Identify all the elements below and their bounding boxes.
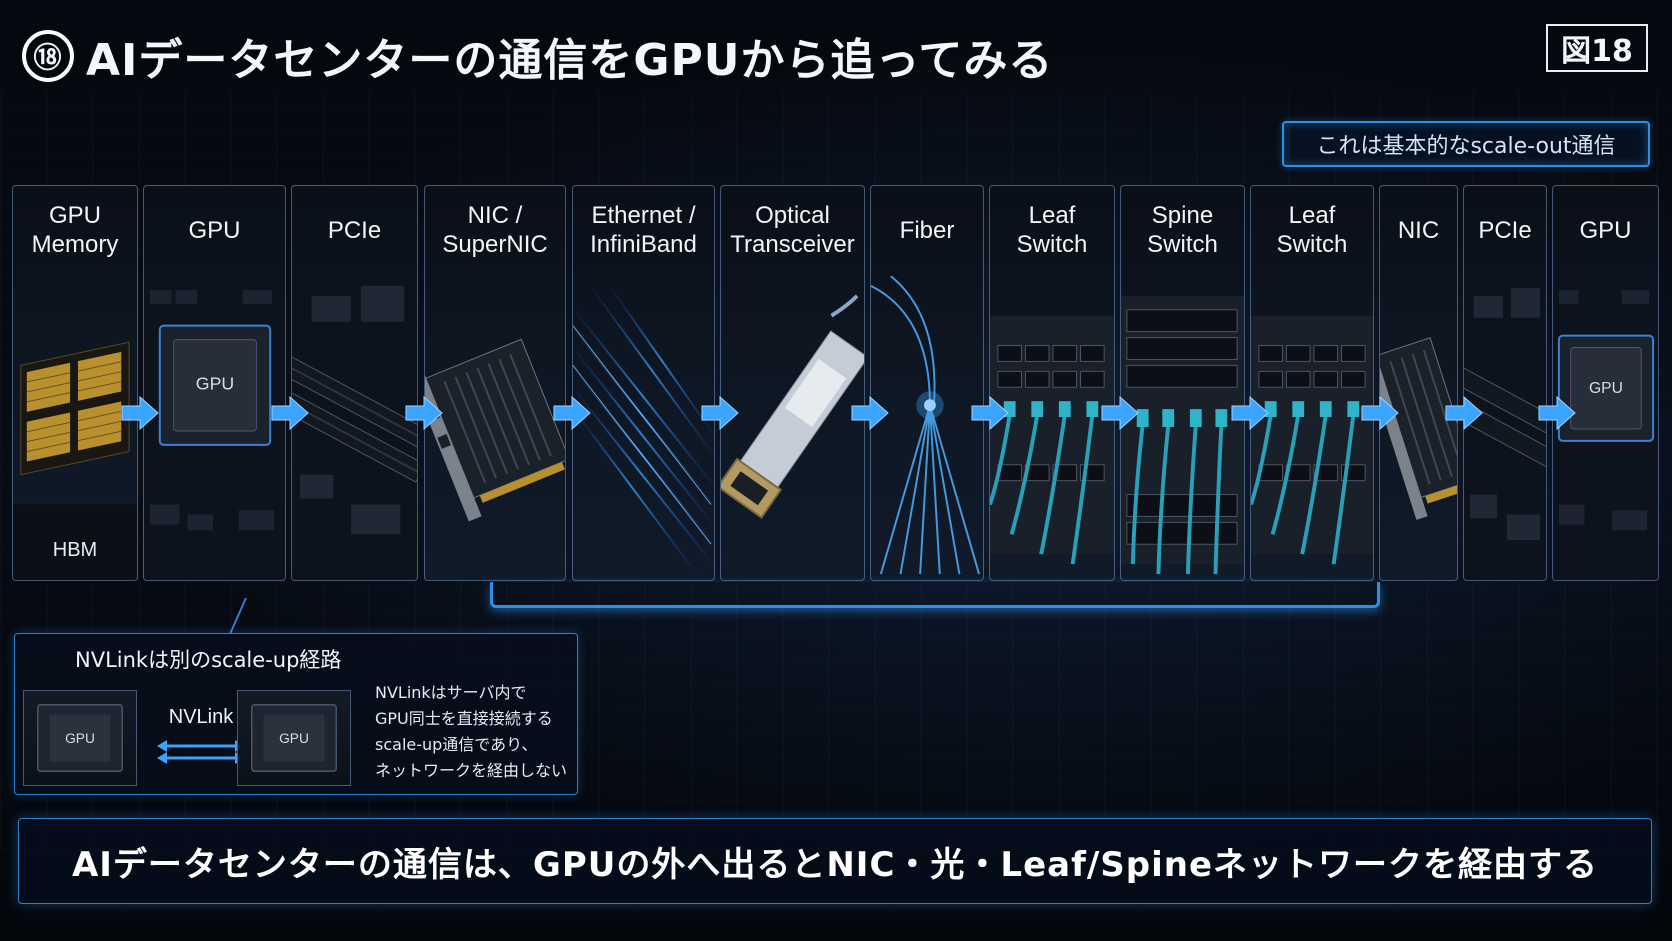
leaf-switch-icon [990,276,1114,580]
gpu-chip-text: GPU [196,373,234,393]
panel-label: PCIe [1478,216,1532,244]
spine-switch-icon [1121,276,1244,580]
scaleout-tag: これは基本的なscale-out通信 [1282,121,1650,167]
panel-label: Optical Transceiver [730,202,855,258]
pipeline-panel-nic: NIC [1379,185,1458,581]
nvlink-description-line: scale-up通信であり、 [375,735,538,754]
optical-transceiver-icon [721,276,864,580]
panel-label: Spine Switch [1147,202,1218,258]
pipeline-panel-leaf-switch: Leaf Switch [989,185,1115,581]
flow-arrow-icon [850,395,890,431]
panel-label: Leaf Switch [1276,202,1348,258]
pipeline-panel-optical-transceiver: Optical Transceiver [720,185,865,581]
nvlink-description-line: GPU同士を直接接続する [375,709,553,728]
nic-card-icon [425,276,565,580]
nvlink-description-line: ネットワークを経由しない [375,761,568,780]
pipeline-panel-pcie-2: PCIe [1463,185,1547,581]
pipeline-panel-nic-supernic: NIC / SuperNIC [424,185,566,581]
page-title: ⑱ AIデータセンターの通信をGPUから追ってみる [22,24,1053,88]
pipeline-panel-gpu-2: GPU GPU [1552,185,1659,581]
pipeline-panel-pcie: PCIe [291,185,418,581]
leaf-switch-icon [1251,276,1373,580]
gpu-chip-text: GPU [65,731,95,746]
pipeline-panel-leaf-switch-2: Leaf Switch [1250,185,1374,581]
nvlink-description: NVLinkはサーバ内で GPU同士を直接接続する scale-up通信であり、… [375,680,575,784]
pipeline-panel-gpu-memory: GPU Memory [12,185,138,581]
flow-arrow-icon [1100,395,1140,431]
panel-sublabel: HBM [52,539,98,561]
summary-banner: AIデータセンターの通信は、GPUの外へ出るとNIC・光・Leaf/Spineネ… [18,818,1652,904]
figure-number-badge: ⑱ [22,30,74,82]
gpu-chip-icon: GPU [237,690,351,786]
flow-arrow-icon [700,395,740,431]
flow-arrow-icon [1444,395,1484,431]
nvlink-panel: NVLinkは別のscale-up経路 GPU NVLink [14,633,578,795]
bidirectional-arrow-icon [155,738,247,766]
scaleout-bracket [490,582,1380,608]
panel-label: Fiber [899,216,955,244]
panel-label: Ethernet / InfiniBand [590,202,697,258]
panel-label: Leaf Switch [1016,202,1088,258]
hbm-memory-icon [13,276,137,580]
pipeline-panel-ethernet-infiniband: Ethernet / InfiniBand [572,185,715,581]
fiber-optic-icon [871,276,983,580]
gpu-chip-text: GPU [279,731,309,746]
flow-arrow-icon [1230,395,1270,431]
page-title-text: AIデータセンターの通信をGPUから追ってみる [86,35,1054,86]
panel-label: GPU Memory [31,202,119,258]
nvlink-label: NVLink [168,706,234,728]
nvlink-callout-pointer [228,598,248,636]
panel-label: NIC [1397,216,1440,244]
flow-arrow-icon [120,395,160,431]
nic-card-icon [1380,276,1457,580]
flow-arrow-icon [552,395,592,431]
pipeline-panel-fiber: Fiber [870,185,984,581]
gpu-chip-text: GPU [1589,380,1623,397]
nvlink-title: NVLinkは別のscale-up経路 [75,648,342,672]
gpu-chip-icon: GPU [144,276,285,580]
panel-label: NIC / SuperNIC [442,202,548,258]
pipeline-panel-gpu: GPU GPU [143,185,286,581]
pcie-slot-icon [292,276,417,580]
flow-arrow-icon [404,395,444,431]
panel-label: GPU [1579,216,1632,244]
panel-label: PCIe [327,216,382,244]
flow-arrow-icon [270,395,310,431]
flow-arrow-icon [1360,395,1400,431]
nvlink-description-line: NVLinkはサーバ内で [375,683,527,702]
gpu-chip-icon: GPU [1553,276,1658,580]
flow-arrow-icon [1537,395,1577,431]
figure-label: 図18 [1546,24,1648,72]
panel-label: GPU [188,216,241,244]
flow-arrow-icon [970,395,1010,431]
gpu-chip-icon: GPU [23,690,137,786]
light-streams-icon [573,276,714,580]
pipeline-panel-spine-switch: Spine Switch [1120,185,1245,581]
